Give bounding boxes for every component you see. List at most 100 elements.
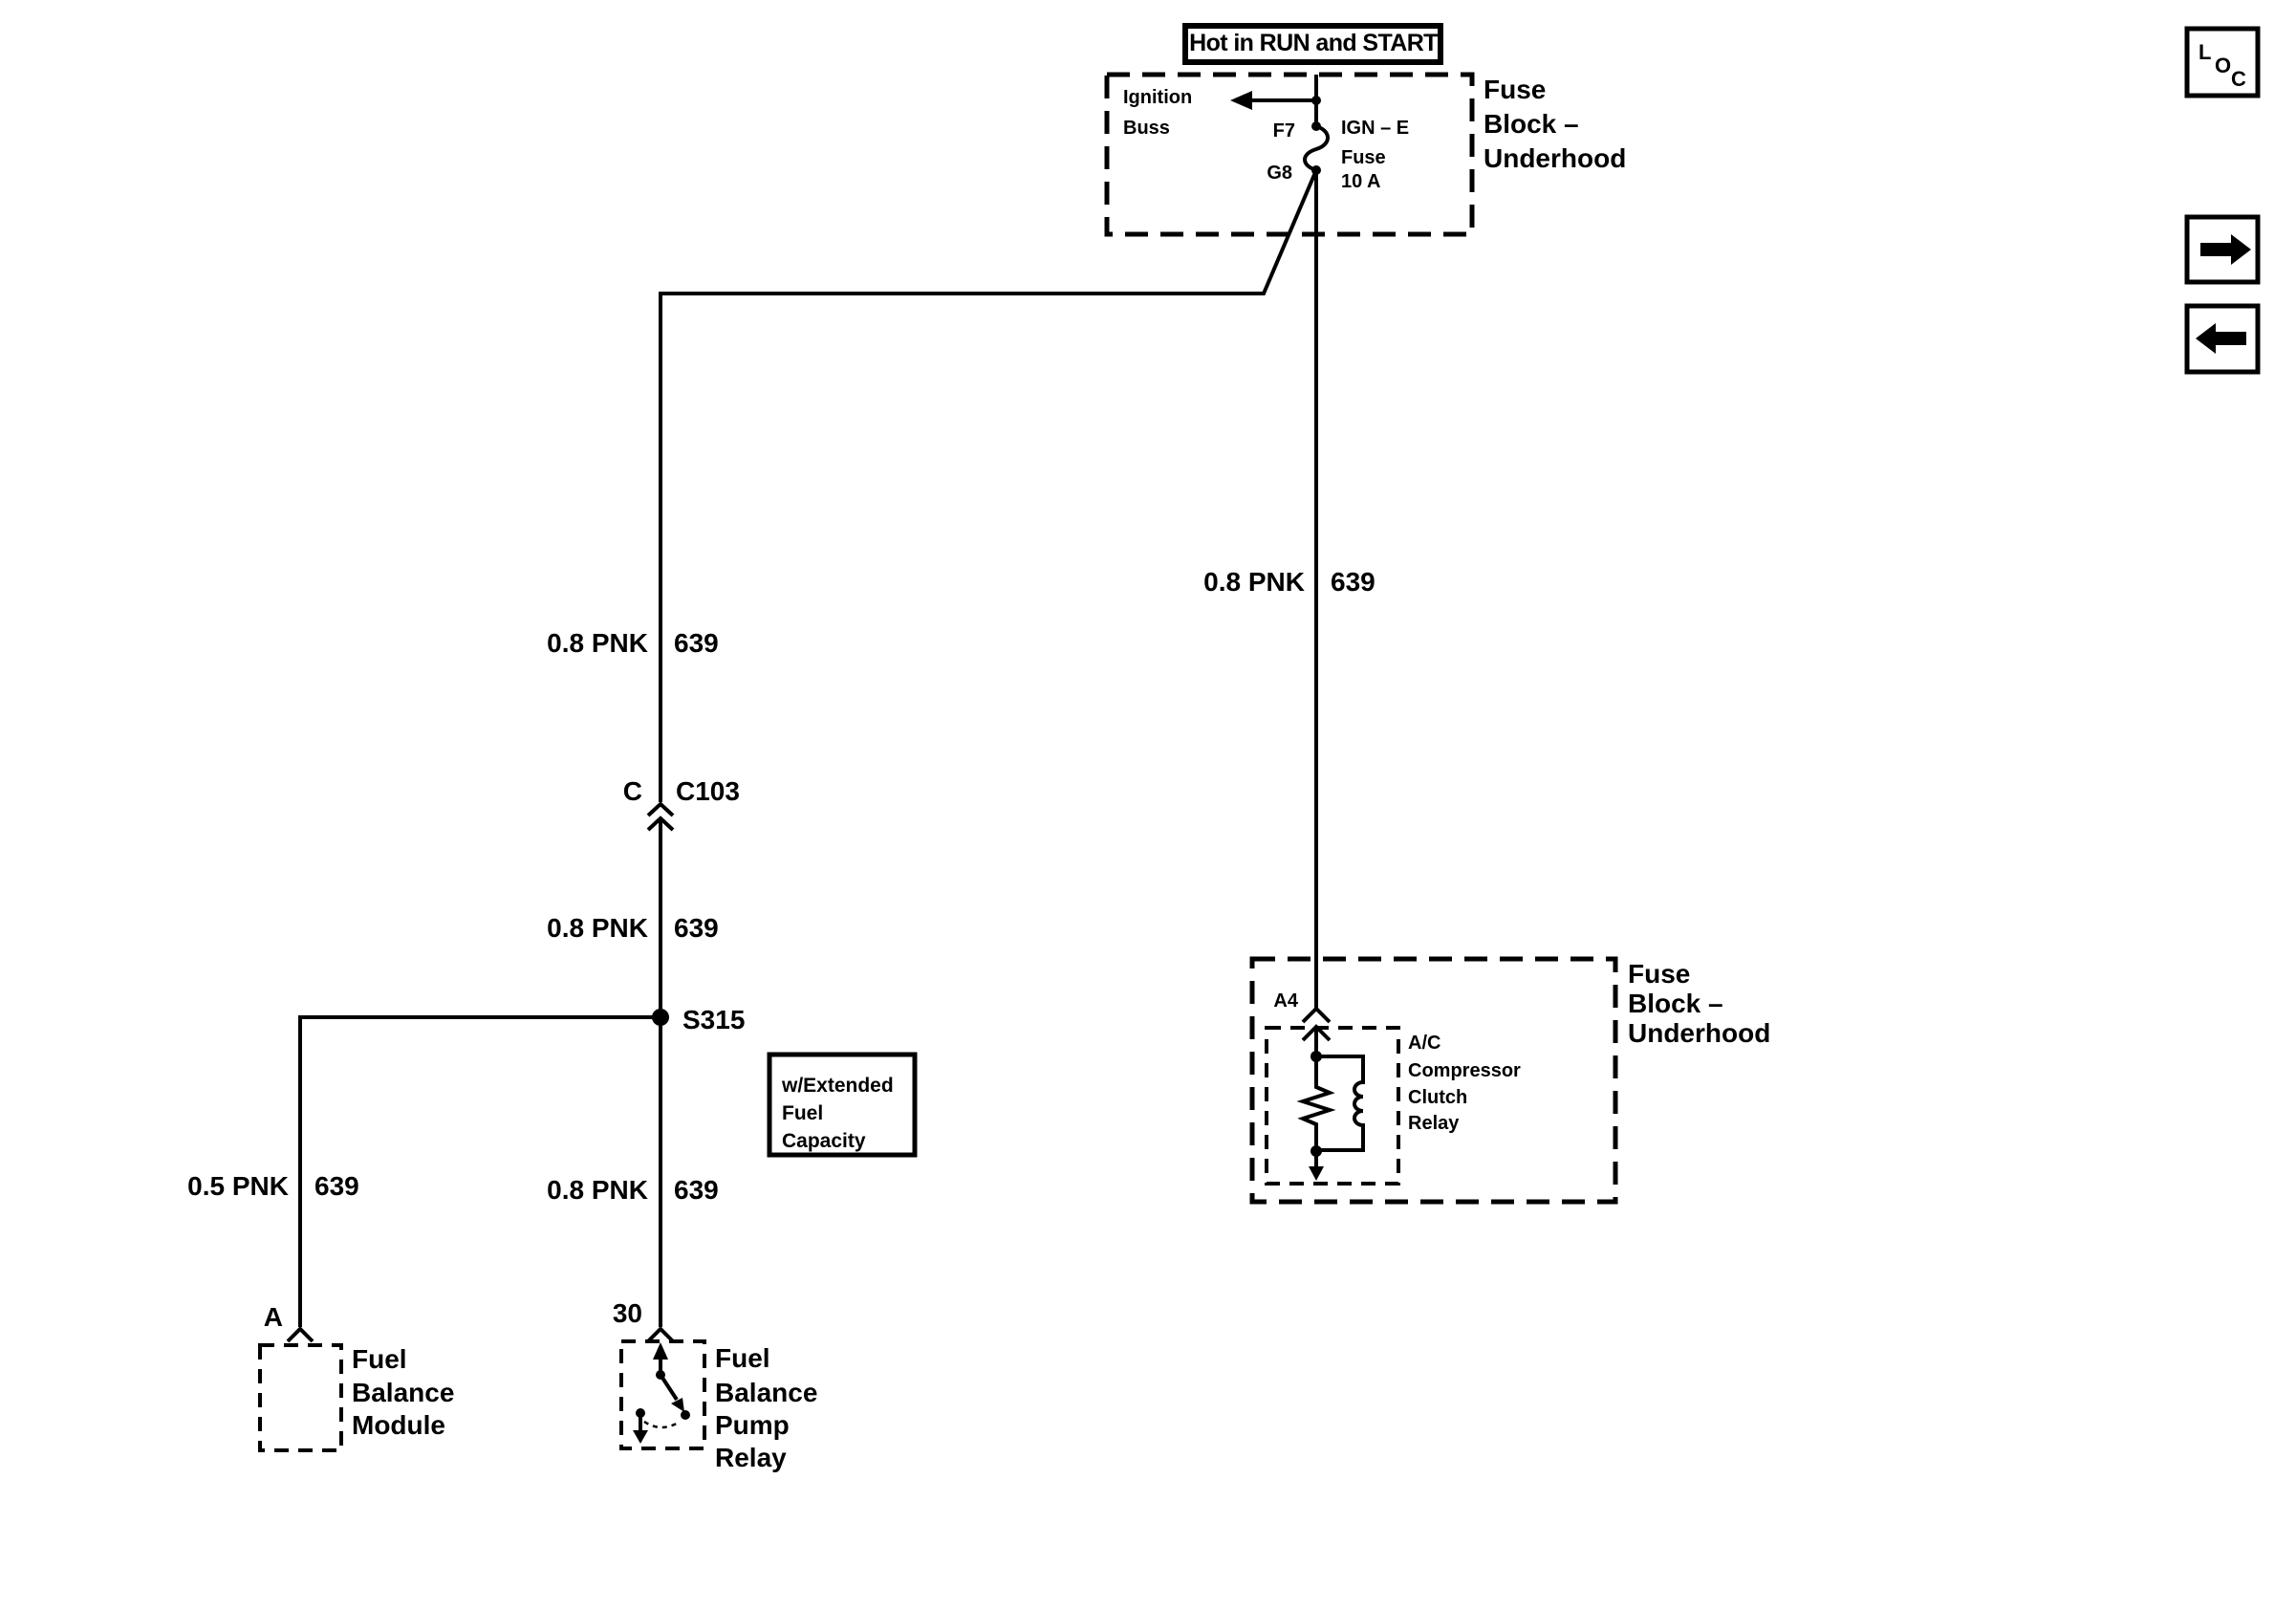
terminal-chevron-icon [286, 1326, 314, 1343]
relay-title-line1: Fuel [715, 1343, 770, 1373]
wire-gauge-label: 0.8 PNK [547, 628, 648, 658]
connector-name-label: C103 [676, 776, 740, 806]
pin-f7-label: F7 [1273, 120, 1295, 141]
fuse-name-line2: Fuse [1341, 147, 1386, 168]
right-arrow-icon [2200, 243, 2231, 256]
module-title-line1: Fuel [352, 1344, 407, 1374]
wire-label-right: 0.8 PNK 639 [1203, 567, 1375, 597]
power-label-text: Hot in RUN and START [1189, 30, 1438, 56]
terminal-chevron-icon [646, 1326, 675, 1343]
fuse-name-line3: 10 A [1341, 171, 1381, 192]
relay-resistor-symbol [1296, 1056, 1336, 1150]
wire-s315-to-module [298, 1015, 661, 1327]
junction-dot [1311, 96, 1321, 105]
loc-letter-o: O [2215, 54, 2231, 77]
wire-labels: 0.8 PNK 639 0.8 PNK 639 0.8 PNK 639 0.5 … [187, 567, 1375, 1205]
splice-dot [652, 1009, 669, 1026]
connector-chevron-icon [646, 801, 675, 817]
wire-circuit-label: 639 [1331, 567, 1375, 597]
circuit-wiring [298, 169, 1318, 1327]
fuse-block-right-outline [1249, 956, 1618, 1205]
wire-label-left-mid: 0.8 PNK 639 [547, 913, 719, 943]
module-pin-label: A [264, 1302, 283, 1332]
wire-circuit-label: 639 [674, 1175, 719, 1205]
pin-g8-label: G8 [1267, 163, 1292, 184]
fuse-block-underhood-top: Fuse Block – Underhood Ignition Buss F7 … [1104, 72, 1626, 237]
wire-label-left-lower: 0.8 PNK 639 [547, 1175, 719, 1205]
terminal-chevron-icon [1301, 1024, 1332, 1042]
fuse-block-right-title-line3: Underhood [1628, 1018, 1770, 1048]
connector-pin-label: C [623, 776, 642, 806]
power-label-box [1182, 23, 1443, 65]
relay-switch-arm [659, 1373, 679, 1402]
relay-pin-label: 30 [613, 1298, 642, 1328]
wire-circuit-label: 639 [314, 1171, 359, 1201]
ac-relay-label-line2: Compressor [1408, 1060, 1521, 1081]
wire-g8-to-c103 [659, 169, 1318, 802]
fuel-balance-module: A Fuel Balance Module [258, 1302, 454, 1452]
relay-title-line3: Pump [715, 1410, 790, 1440]
relay-title-line2: Balance [715, 1378, 817, 1407]
ac-relay-label-line1: A/C [1408, 1033, 1440, 1054]
coil-down-arrowhead-icon [1309, 1166, 1324, 1181]
relay-up-arrowhead-icon [653, 1342, 668, 1360]
option-note-box: w/Extended Fuel Capacity [767, 1052, 918, 1158]
relay-contact-dot-left [636, 1408, 645, 1418]
nav-controls: L O C [2184, 26, 2261, 375]
pin-a4-label: A4 [1273, 990, 1298, 1012]
prev-page-button[interactable] [2184, 303, 2261, 375]
note-line3: Capacity [782, 1130, 866, 1152]
fuse-block-top-title-line3: Underhood [1484, 143, 1626, 173]
right-arrow-icon [2231, 234, 2251, 265]
prev-page-box[interactable] [2184, 303, 2261, 375]
fuse-element-symbol [1303, 124, 1330, 172]
loc-button[interactable]: L O C [2184, 26, 2261, 98]
next-page-box[interactable] [2184, 214, 2261, 285]
connector-chevron-icon [646, 816, 675, 832]
power-source-label: Hot in RUN and START [1182, 23, 1443, 65]
note-box-outline [767, 1052, 918, 1158]
wire-gauge-label: 0.8 PNK [547, 913, 648, 943]
fuse-block-right-title-line1: Fuse [1628, 959, 1690, 989]
relay-coil-symbol [1316, 1055, 1365, 1152]
wire-circuit-label: 639 [674, 628, 719, 658]
fuse-block-right-title-line2: Block – [1628, 989, 1723, 1018]
fuse-block-underhood-right: Fuse Block – Underhood A4 A/C Compressor… [1249, 956, 1770, 1205]
next-page-button[interactable] [2184, 214, 2261, 285]
relay-down-arrowhead-icon [633, 1430, 648, 1444]
ac-relay-outline [1265, 1026, 1400, 1186]
ignition-buss-arrowhead-icon [1230, 91, 1252, 110]
relay-title-line4: Relay [715, 1443, 787, 1472]
wire-gauge-label: 0.8 PNK [1203, 567, 1305, 597]
note-line1: w/Extended [781, 1075, 894, 1097]
left-arrow-icon [2196, 323, 2216, 354]
connector-c103: C C103 [623, 776, 740, 832]
wire-label-left-upper: 0.8 PNK 639 [547, 628, 719, 658]
splice-label: S315 [682, 1005, 745, 1034]
fuse-block-top-title-line2: Block – [1484, 109, 1579, 139]
left-arrow-icon [2216, 332, 2246, 345]
fuel-balance-pump-relay: 30 Fuel Balance Pump Relay [613, 1298, 818, 1472]
relay-contact-dot-right [681, 1410, 690, 1420]
fuse-block-top-title-line1: Fuse [1484, 75, 1546, 104]
wire-gauge-label: 0.8 PNK [547, 1175, 648, 1205]
module-outline [258, 1343, 343, 1452]
wire-gauge-label: 0.5 PNK [187, 1171, 289, 1201]
terminal-chevron-icon [1301, 1006, 1332, 1024]
loc-letter-l: L [2199, 40, 2211, 64]
relay-throw-arc [643, 1420, 681, 1429]
ac-relay-label-line4: Relay [1408, 1113, 1460, 1134]
splice-s315: S315 [652, 1005, 745, 1034]
wire-circuit-label: 639 [674, 913, 719, 943]
relay-arm-arrowhead-icon [671, 1398, 684, 1412]
ac-relay-label-line3: Clutch [1408, 1087, 1467, 1108]
loc-button-box[interactable] [2184, 26, 2261, 98]
module-title-line2: Balance [352, 1378, 454, 1407]
ignition-buss-line1: Ignition [1123, 87, 1192, 108]
fuse-name-line1: IGN – E [1341, 118, 1409, 139]
note-line2: Fuel [782, 1102, 823, 1124]
module-title-line3: Module [352, 1410, 445, 1440]
wire-label-branch: 0.5 PNK 639 [187, 1171, 359, 1201]
